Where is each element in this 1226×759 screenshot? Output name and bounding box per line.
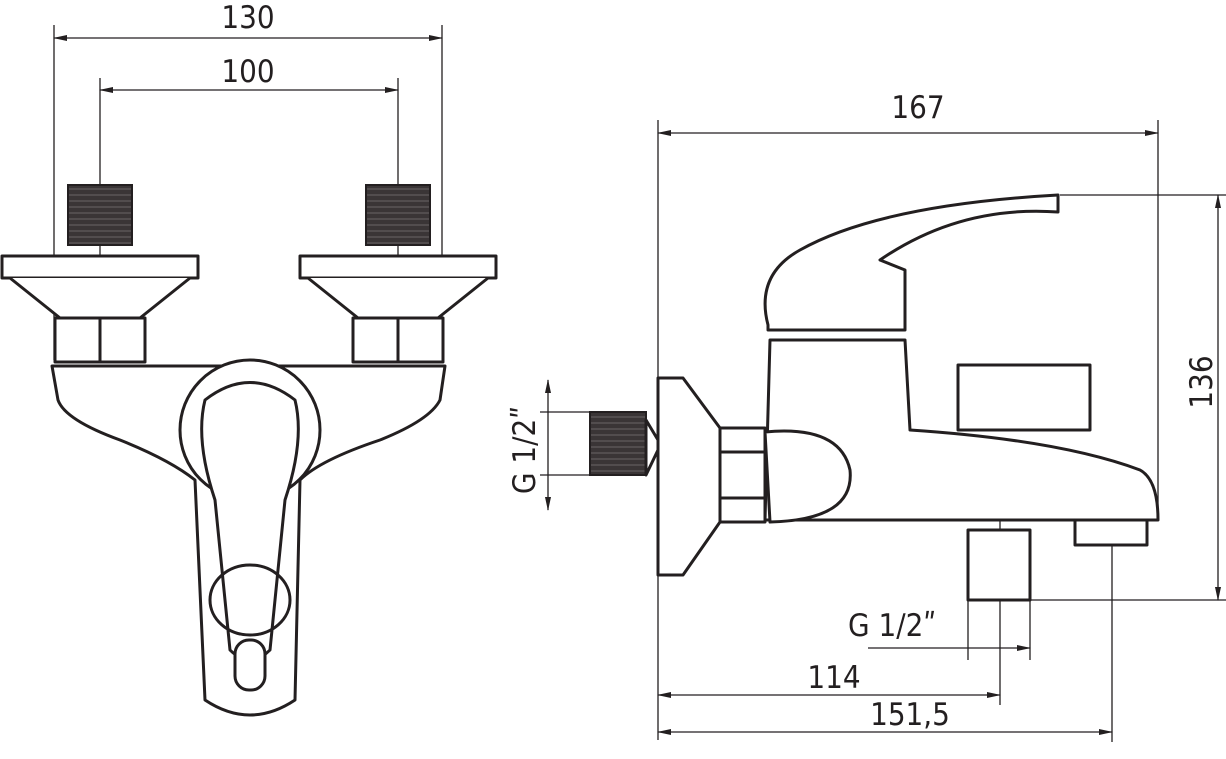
- dimension-label: 151,5: [870, 697, 950, 733]
- dimension-label: 167: [891, 90, 944, 126]
- dimension-130: 130: [53, 0, 443, 360]
- outlet-connector: [966, 528, 1032, 602]
- dimension-100: 100: [99, 54, 399, 360]
- dimension-label: 130: [221, 0, 274, 36]
- lever-side: [763, 193, 1060, 332]
- wall-flange: [656, 376, 722, 577]
- diverter-knob: [956, 363, 1092, 432]
- union-nut: [718, 426, 767, 524]
- front-view: 130 100: [0, 0, 498, 717]
- dimension-label: 136: [1184, 355, 1220, 408]
- dimension-label: G 1/2ʺ: [848, 608, 936, 644]
- dimension-outlet-thread: G 1/2ʺ: [848, 600, 1031, 660]
- dimension-114: 114: [657, 515, 1001, 705]
- lever-handle: [200, 381, 300, 662]
- dimension-inlet-thread: G 1/2ʺ: [507, 379, 600, 511]
- dimension-label: 114: [807, 660, 860, 696]
- side-view: 167 136 G 1/2ʺ G 1/2ʺ 114 151: [507, 90, 1226, 742]
- right-eccentric-connector: [298, 184, 498, 364]
- dimension-136: 136: [1030, 194, 1226, 601]
- left-eccentric-connector: [0, 184, 200, 364]
- mixer-body-side: [763, 338, 1160, 522]
- dimension-label: G 1/2ʺ: [507, 406, 543, 494]
- dimension-151-5: 151,5: [657, 480, 1113, 742]
- inlet-thread: [589, 411, 647, 476]
- aerator: [1073, 518, 1149, 547]
- dimension-label: 100: [221, 54, 274, 90]
